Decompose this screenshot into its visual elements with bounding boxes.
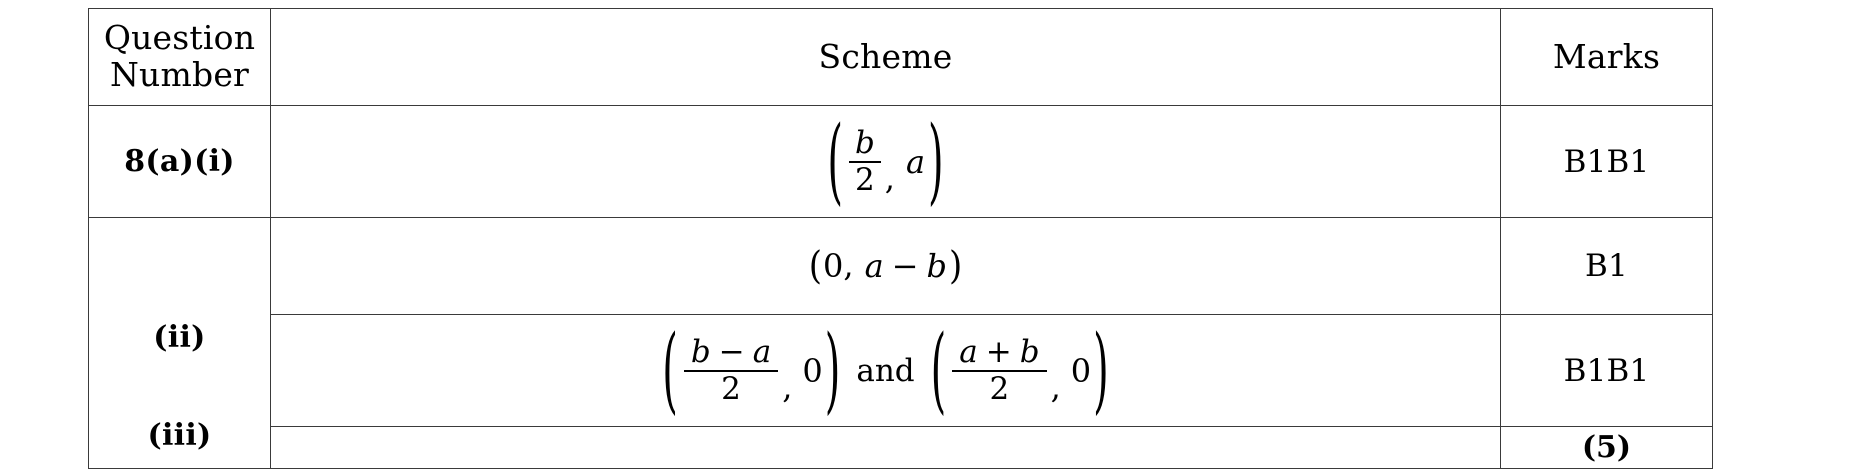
- table-row: ( b − a 2 , 0 ): [89, 314, 1713, 427]
- open-paren: (: [662, 316, 678, 425]
- fraction-numerator: a + b: [952, 333, 1047, 372]
- close-paren: ): [948, 243, 963, 289]
- question-number-label-ii: (ii): [153, 320, 206, 355]
- cell-question-number-merged: (ii) (iii): [88, 217, 271, 469]
- cell-marks-row3: B1B1: [1500, 314, 1713, 427]
- marks-label: B1: [1585, 248, 1628, 284]
- conjunction-and: and: [856, 352, 915, 389]
- comma-separator: ,: [843, 246, 854, 284]
- number-zero: 0: [823, 247, 844, 285]
- cell-question-number-8ai: 8(a)(i): [88, 105, 271, 218]
- header-scheme-text: Scheme: [818, 36, 953, 76]
- open-paren: (: [808, 243, 823, 289]
- variable-b: b: [1019, 333, 1040, 370]
- variable-a: a: [752, 333, 772, 370]
- marks-label: B1B1: [1563, 143, 1650, 180]
- question-number-label-iii: (iii): [147, 418, 212, 453]
- total-marks-label: (5): [1581, 430, 1632, 465]
- header-cell-marks: Marks: [1500, 8, 1713, 106]
- table-row: 8(a)(i) ( b 2 , a ): [88, 105, 1713, 218]
- comma-separator: ,: [884, 158, 895, 197]
- header-question-line2: Number: [109, 55, 250, 94]
- math-expression: ( b 2 , a ): [825, 114, 945, 208]
- scheme-expression-row1: ( b 2 , a ): [271, 106, 1500, 217]
- math-expression-second: ( a + b 2 , 0 ): [929, 324, 1111, 418]
- number-zero: 0: [802, 351, 823, 390]
- header-marks-text: Marks: [1552, 36, 1661, 76]
- cell-marks-row1: B1B1: [1500, 105, 1713, 218]
- table-row: (ii) (iii) ( 0 , a − b ): [88, 217, 1713, 469]
- table-total-row: (5): [89, 426, 1713, 469]
- marks-label: B1B1: [1563, 352, 1650, 389]
- fraction-b-over-2: b 2: [848, 127, 881, 198]
- marking-scheme-table: Question Number Scheme Marks 8(a)(i): [88, 8, 1713, 469]
- header-cell-scheme: Scheme: [270, 8, 1501, 106]
- variable-b: b: [926, 247, 947, 285]
- header-question-line1: Question: [103, 18, 256, 58]
- variable-a: a: [959, 333, 978, 370]
- open-paren: (: [827, 107, 843, 216]
- open-paren: (: [930, 316, 947, 425]
- plus-operator: +: [985, 333, 1012, 370]
- fraction-denominator: 2: [989, 370, 1010, 407]
- cell-scheme-total-blank: [270, 426, 1501, 469]
- table-header-row: Question Number Scheme Marks: [88, 8, 1713, 106]
- variable-a: a: [905, 142, 926, 181]
- header-cell-question-number: Question Number: [88, 8, 271, 106]
- fraction-numerator: b: [848, 127, 881, 163]
- scheme-expression-row2: ( 0 , a − b ): [271, 218, 1500, 314]
- number-zero: 0: [1070, 351, 1092, 390]
- minus-operator: −: [891, 247, 919, 285]
- cell-scheme-8aiii: ( b − a 2 , 0 ): [270, 314, 1501, 427]
- fraction-denominator: 2: [855, 161, 875, 198]
- variable-a: a: [864, 247, 884, 285]
- math-expression-first: ( b − a 2 , 0 ): [660, 324, 842, 418]
- minus-operator: −: [718, 333, 745, 370]
- math-expression: ( 0 , a − b ): [808, 243, 963, 289]
- fraction-numerator: b − a: [683, 333, 779, 372]
- variable-b: b: [690, 333, 711, 370]
- question-number-label: 8(a)(i): [124, 144, 235, 179]
- cell-scheme-8aii: ( 0 , a − b ): [270, 217, 1501, 315]
- close-paren: ): [824, 316, 841, 425]
- fraction-a-plus-b-over-2: a + b 2: [952, 333, 1047, 407]
- fraction-denominator: 2: [721, 370, 741, 407]
- fraction-b-minus-a-over-2: b − a 2: [683, 333, 779, 407]
- scheme-expression-row3: ( b − a 2 , 0 ): [271, 315, 1500, 426]
- header-question-number-text: Question Number: [89, 18, 270, 94]
- close-paren: ): [1093, 316, 1109, 425]
- comma-separator: ,: [1050, 367, 1061, 406]
- cell-marks-total: (5): [1500, 426, 1713, 469]
- comma-separator: ,: [782, 367, 793, 406]
- close-paren: ): [928, 107, 944, 216]
- cell-scheme-8ai: ( b 2 , a ): [270, 105, 1501, 218]
- cell-marks-row2: B1: [1500, 217, 1713, 315]
